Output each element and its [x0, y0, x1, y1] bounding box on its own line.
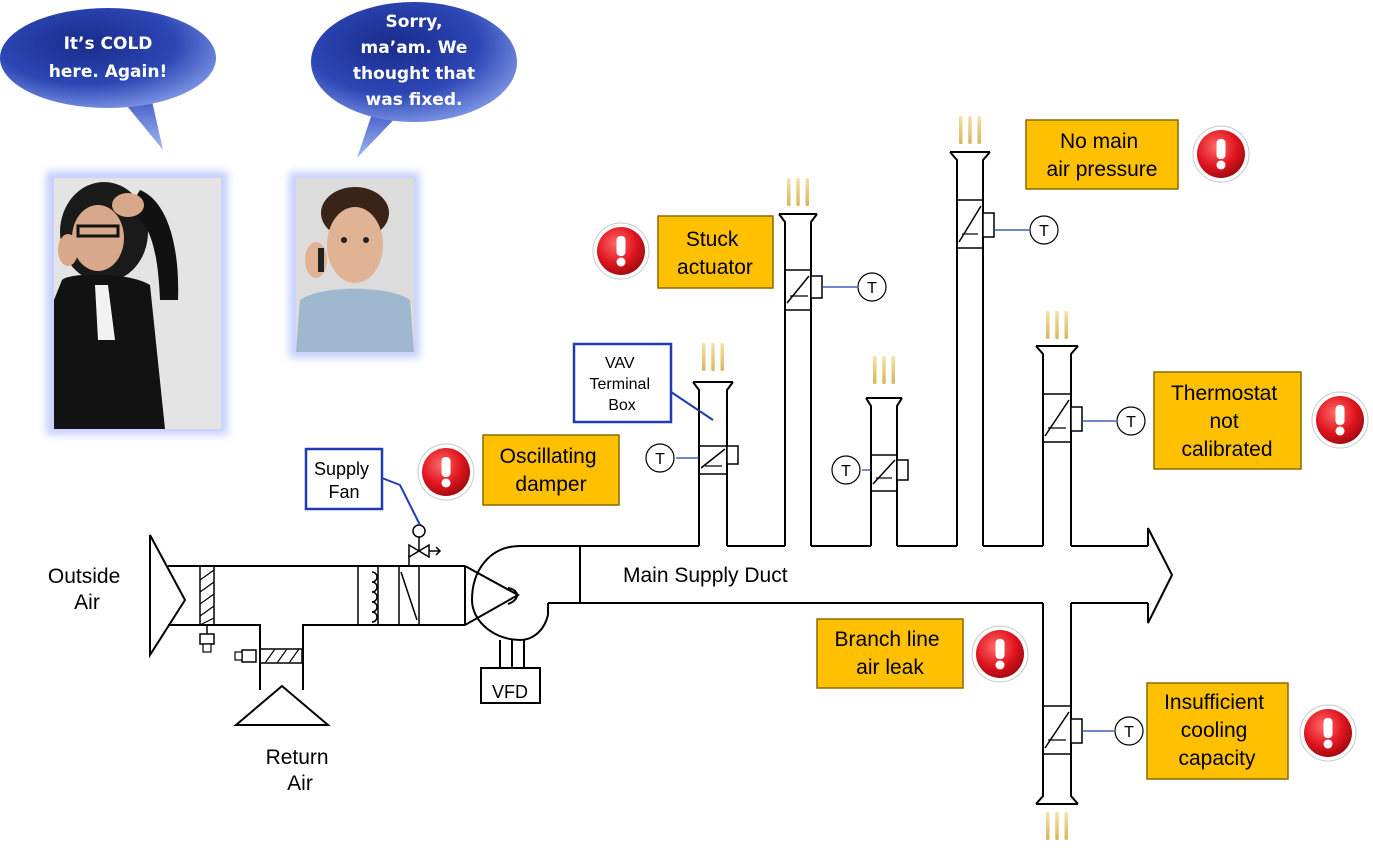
thermostat-2-label: T [867, 280, 877, 297]
svg-text:Stuck actuator: Stuck actuator [677, 228, 753, 279]
man-bubble-line-1: Sorry, [386, 12, 443, 32]
alert-icon [1299, 704, 1357, 762]
problem-insufficient-cooling-capacity: Insufficient cooling capacity [1146, 682, 1357, 780]
woman-bubble-line-2: here. Again! [49, 62, 167, 82]
vfd-box [480, 667, 541, 704]
svg-text:Thermostat not cal: Thermostat not calibrated [1171, 382, 1283, 461]
supply-fan-label: Supply Fan [314, 459, 374, 502]
thermostat-6-icon [1114, 716, 1144, 746]
alert-icon [1192, 125, 1250, 183]
problem-thermostat-not-calibrated: Thermostat not calibrated [1153, 371, 1369, 470]
alert-icon [592, 222, 650, 280]
thermostats: T T T T T T [645, 215, 1146, 746]
thermostat-5-label: T [1126, 414, 1136, 431]
main-supply-duct [580, 527, 1174, 624]
thermostat-5-icon [1116, 406, 1146, 436]
thermostat-1-icon [645, 443, 675, 473]
woman-speech-bubble: It’s COLD here. Again! [0, 8, 216, 150]
thermostat-4-label: T [1039, 223, 1049, 240]
air-handling-unit [149, 524, 581, 726]
svg-text:Oscillating damper: Oscillating damper [500, 445, 603, 496]
thermostat-6-label: T [1124, 724, 1134, 741]
woman-on-phone-photo [46, 171, 228, 435]
man-on-phone-photo [289, 172, 420, 358]
outside-air-label: Outside Air [48, 565, 126, 614]
man-speech-bubble: Sorry, ma’am. We thought that was fixed. [311, 2, 517, 158]
thermostat-3-label: T [841, 463, 851, 480]
man-bubble-line-2: ma’am. We [361, 38, 468, 58]
vfd-label: VFD [492, 682, 528, 702]
diagram-labels: Outside Air Return Air Main Supply Duct … [48, 564, 788, 795]
man-bubble-line-3: thought that [353, 64, 475, 84]
svg-text:No main air pressure: No main air pressure [1047, 130, 1158, 181]
thermostat-1-label: T [655, 451, 665, 468]
svg-text:Branch line air leak: Branch line air leak [835, 628, 946, 679]
supply-fan-callout: Supply Fan [304, 447, 421, 526]
thermostat-2-icon [857, 272, 887, 302]
vav-terminal-box-label: VAV Terminal Box [590, 355, 655, 414]
man-bubble-line-4: was fixed. [366, 90, 463, 110]
problem-branch-line-air-leak: Branch line air leak [816, 618, 1029, 689]
branch-ducts [692, 151, 1083, 805]
problem-no-main-air-pressure: No main air pressure [1025, 119, 1250, 190]
return-air-label: Return Air [266, 746, 335, 795]
main-supply-duct-label: Main Supply Duct [623, 564, 788, 587]
alert-icon [971, 625, 1029, 683]
problem-oscillating-damper: Oscillating damper [417, 434, 620, 506]
alert-icon [1311, 391, 1369, 449]
alert-icon [417, 443, 475, 501]
problem-stuck-actuator: Stuck actuator [592, 215, 774, 289]
woman-bubble-line-1: It’s COLD [64, 34, 153, 54]
svg-text:Insufficient cooling: Insufficient cooling capacity [1164, 691, 1270, 770]
thermostat-3-icon [831, 455, 861, 485]
thermostat-4-icon [1029, 215, 1059, 245]
vav-terminal-box-callout: VAV Terminal Box [572, 342, 714, 424]
